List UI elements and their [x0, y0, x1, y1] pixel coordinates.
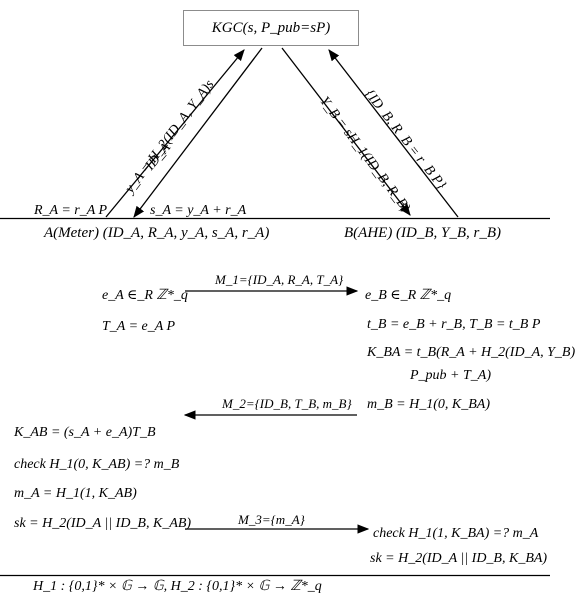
- right-check: check H_1(1, K_BA) =? m_A: [373, 526, 539, 541]
- right-m-b: m_B = H_1(0, K_BA): [367, 397, 490, 412]
- party-meter: A(Meter) (ID_A, R_A, y_A, s_A, r_A): [44, 225, 270, 241]
- right-k-ba-2: P_pub + T_A): [410, 368, 491, 383]
- right-k-ba-1: K_BA = t_B(R_A + H_2(ID_A, Y_B): [367, 345, 575, 360]
- arrow-a-to-kgc: [105, 49, 245, 218]
- label-r-a: R_A = r_A P: [34, 203, 108, 218]
- right-e-b: e_B ∈_R ℤ*_q: [365, 288, 452, 303]
- arrow-b-to-kgc: [328, 49, 459, 218]
- msg-m3: M_3={m_A}: [238, 512, 305, 527]
- left-m-a: m_A = H_1(1, K_AB): [14, 486, 137, 501]
- msg-m1: M_1={ID_A, R_A, T_A}: [215, 272, 344, 287]
- kgc-box: KGC(s, P_pub=sP): [183, 10, 359, 46]
- left-t-a: T_A = e_A P: [102, 319, 176, 334]
- right-t-b: t_B = e_B + r_B, T_B = t_B P: [367, 317, 541, 332]
- footer-hash-functions: H_1 : {0,1}* × 𝔾 → 𝔾, H_2 : {0,1}* × 𝔾 →…: [33, 579, 322, 594]
- left-e-a: e_A ∈_R ℤ*_q: [102, 288, 188, 303]
- arrow-kgc-to-a: [133, 47, 263, 218]
- kgc-label: KGC(s, P_pub=sP): [211, 19, 331, 36]
- msg-m2: M_2={ID_B, T_B, m_B}: [222, 396, 352, 411]
- left-check: check H_1(0, K_AB) =? m_B: [14, 457, 180, 472]
- arrow-kgc-to-b: [281, 47, 411, 216]
- protocol-diagram: [0, 47, 550, 577]
- left-sk: sk = H_2(ID_A || ID_B, K_AB): [14, 516, 192, 531]
- left-k-ab: K_AB = (s_A + e_A)T_B: [14, 425, 156, 440]
- label-s-a: s_A = y_A + r_A: [150, 203, 247, 218]
- right-sk: sk = H_2(ID_A || ID_B, K_BA): [370, 551, 548, 566]
- party-ahe: B(AHE) (ID_B, Y_B, r_B): [344, 225, 502, 241]
